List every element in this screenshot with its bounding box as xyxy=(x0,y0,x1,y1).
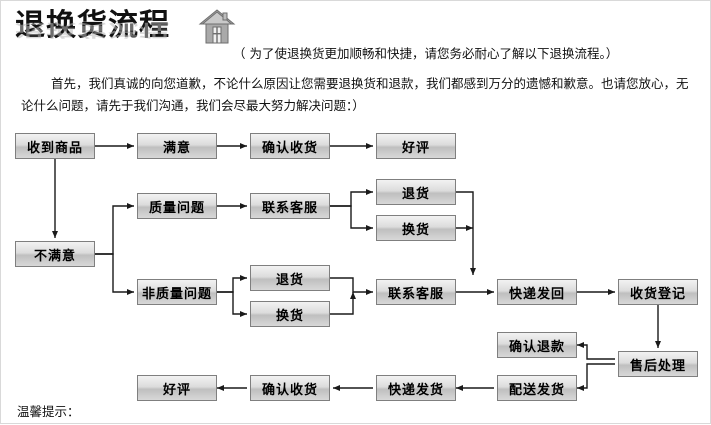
page-title-block: 退换货流程 退换货流程 xyxy=(15,9,245,53)
node-confirm-receipt-1[interactable]: 确认收货 xyxy=(250,133,330,159)
node-courier-ship[interactable]: 快递发货 xyxy=(376,375,456,401)
node-good-review-2[interactable]: 好评 xyxy=(137,375,217,401)
node-non-quality-issue[interactable]: 非质量问题 xyxy=(137,279,217,305)
node-return-1[interactable]: 退货 xyxy=(376,179,456,205)
node-quality-issue[interactable]: 质量问题 xyxy=(137,193,217,219)
intro-paragraph: 首先，我们真诚的向您道歉，不论什么原因让您需要退换货和退款，我们都感到万分的遗憾… xyxy=(21,73,693,117)
node-return-2[interactable]: 退货 xyxy=(250,265,330,291)
node-contact-service-1[interactable]: 联系客服 xyxy=(250,193,330,219)
node-confirm-refund[interactable]: 确认退款 xyxy=(497,332,577,358)
intro-line-1: 首先，我们真诚的向您道歉，不论什么原因让您需要退换货和退款，我们都感到万分的遗憾… xyxy=(51,76,689,91)
node-exchange-2[interactable]: 换货 xyxy=(250,301,330,327)
node-after-sales[interactable]: 售后处理 xyxy=(618,351,698,377)
node-contact-service-2[interactable]: 联系客服 xyxy=(376,279,456,305)
node-ship-back[interactable]: 快递发回 xyxy=(497,279,577,305)
node-receipt-register[interactable]: 收货登记 xyxy=(618,279,698,305)
node-exchange-1[interactable]: 换货 xyxy=(376,215,456,241)
node-good-review-1[interactable]: 好评 xyxy=(376,133,456,159)
node-satisfied[interactable]: 满意 xyxy=(137,133,217,159)
node-received-goods[interactable]: 收到商品 xyxy=(15,133,95,159)
header-note: （ 为了使退换货更加顺畅和快捷，请您务必耐心了解以下退换流程。） xyxy=(233,46,619,61)
node-dispatch-shipment[interactable]: 配送发货 xyxy=(497,375,577,401)
node-unsatisfied[interactable]: 不满意 xyxy=(15,241,95,267)
node-confirm-receipt-2[interactable]: 确认收货 xyxy=(250,375,330,401)
intro-line-2: 论什么问题，请先于我们沟通，我们会尽最大努力解决问题：） xyxy=(21,98,365,113)
footer-note: 温馨提示： xyxy=(17,404,80,419)
house-icon xyxy=(198,9,236,44)
page-title: 退换货流程 xyxy=(15,8,170,43)
